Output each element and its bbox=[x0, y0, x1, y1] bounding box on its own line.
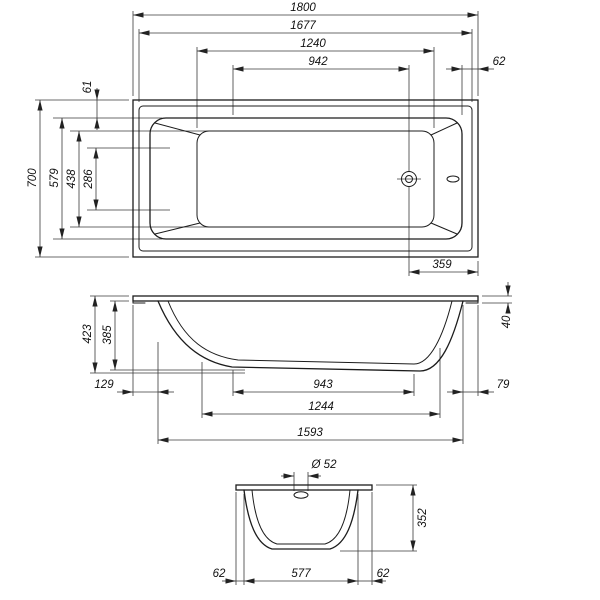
dim-bottom-width: 577 bbox=[291, 568, 311, 580]
end-rim-flange-outline bbox=[235, 484, 373, 491]
drain-icon bbox=[401, 171, 417, 187]
drain-hole-icon bbox=[293, 491, 309, 499]
side-view-dimension-lines bbox=[92, 282, 511, 443]
side-view-extension-lines bbox=[90, 295, 512, 444]
side-view: 423 385 40 129 943 79 1244 1593 bbox=[82, 282, 513, 444]
end-view-dimension-lines bbox=[222, 473, 416, 584]
dim-body-length: 1593 bbox=[297, 427, 323, 439]
dim-drain-offset: 359 bbox=[432, 259, 452, 271]
dim-width-opening: 579 bbox=[49, 168, 61, 188]
drain-center-icon bbox=[405, 175, 413, 183]
dim-width-bottom: 438 bbox=[66, 169, 78, 189]
dim-right-offset: 79 bbox=[497, 379, 510, 391]
dim-length-bottom: 1240 bbox=[300, 38, 326, 50]
tub-bowl-bottom-outline bbox=[196, 130, 435, 228]
dim-body-height: 352 bbox=[417, 508, 429, 528]
dim-offset-right: 62 bbox=[493, 56, 506, 68]
dim-length-rim: 1677 bbox=[290, 20, 316, 32]
end-shell-inner-outline bbox=[251, 489, 351, 545]
tub-inner-rim-outline bbox=[138, 105, 473, 252]
dim-length-overall: 1800 bbox=[290, 2, 316, 14]
dim-length-drain: 942 bbox=[308, 56, 328, 68]
top-view-dimension-lines bbox=[37, 12, 494, 275]
dim-hole-diameter: Ø 52 bbox=[311, 459, 338, 471]
side-shell-outer-outline bbox=[157, 300, 464, 372]
end-shell-outer-outline bbox=[243, 489, 359, 550]
end-view-extension-lines bbox=[235, 472, 417, 585]
dim-left-offset: 129 bbox=[94, 379, 114, 391]
dim-width-flat: 286 bbox=[83, 169, 95, 190]
dim-height-overall: 423 bbox=[82, 324, 94, 344]
tub-outer-rim-outline bbox=[132, 99, 479, 258]
dim-depth-inner: 385 bbox=[102, 325, 114, 345]
side-rim-flange-outline bbox=[132, 295, 479, 302]
side-rim-lips bbox=[132, 300, 479, 304]
bowl-corner-slope-lines bbox=[154, 122, 458, 235]
tub-bowl-opening-outline bbox=[149, 117, 463, 240]
dim-rim-height: 40 bbox=[501, 315, 513, 328]
dim-bottom-length: 1244 bbox=[308, 401, 334, 413]
top-view: 1800 1677 1240 942 62 61 700 579 438 286… bbox=[27, 2, 506, 276]
dim-left-overhang: 62 bbox=[213, 568, 226, 580]
dim-offset-top: 61 bbox=[82, 81, 94, 94]
dim-bottom-flat: 943 bbox=[313, 379, 333, 391]
top-view-extension-lines bbox=[35, 11, 479, 276]
end-view: Ø 52 352 62 577 62 bbox=[213, 459, 429, 585]
side-shell-inner-outline bbox=[167, 300, 453, 365]
dim-right-overhang: 62 bbox=[377, 568, 390, 580]
overflow-icon bbox=[446, 175, 460, 183]
dim-width-overall: 700 bbox=[27, 168, 39, 188]
